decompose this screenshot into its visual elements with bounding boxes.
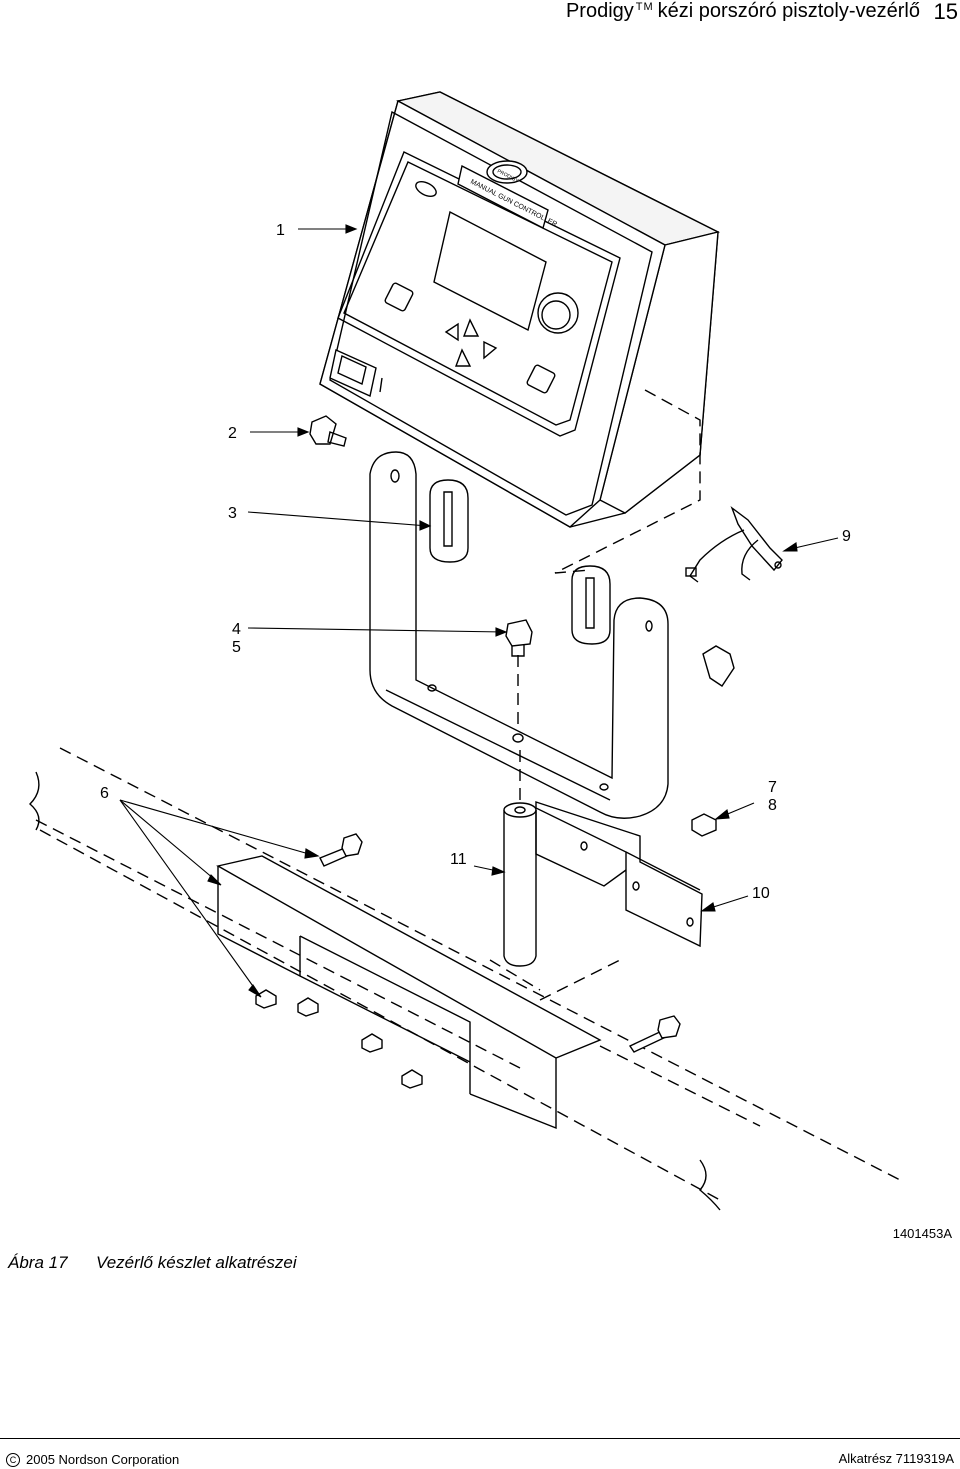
callout-2: 2: [228, 425, 237, 442]
footer-part-number: Alkatrész 7119319A: [838, 1451, 954, 1466]
rail-beam: [28, 747, 901, 1211]
mounting-bracket: [369, 451, 669, 819]
knob-screw-right: [702, 645, 735, 687]
controller-enclosure: MANUAL GUN CONTROLLER PRODIGY: [319, 91, 721, 528]
cable-clamp: [685, 506, 783, 583]
callout-6: 6: [100, 785, 109, 802]
callout-8: 8: [768, 797, 777, 814]
callout-1: 1: [276, 222, 285, 239]
header-subtitle: kézi porszóró pisztoly-vezérlő: [657, 0, 920, 22]
copyright-icon: C: [6, 1452, 20, 1467]
header-product: Prodigy: [565, 0, 634, 22]
callout-11: 11: [450, 851, 467, 868]
callout-7: 7: [768, 779, 777, 796]
callout-5: 5: [232, 639, 241, 656]
callout-9: 9: [842, 528, 851, 545]
alignment-lines: [517, 389, 701, 800]
callout-10: 10: [752, 885, 770, 902]
trademark-mark: TM: [635, 1, 654, 13]
figure-id: 1401453A: [892, 1226, 952, 1241]
ground-screw: [691, 813, 717, 837]
leader-lines: [119, 224, 839, 998]
mounting-post: [503, 802, 537, 967]
exploded-parts-drawing: MANUAL GUN CONTROLLER PRODIGY: [28, 91, 901, 1211]
rail-bolt-upper: [319, 833, 363, 867]
footer-rule: [0, 1438, 960, 1439]
figure-caption: Vezérlő készlet alkatrészei: [96, 1253, 297, 1272]
figure-label: Ábra 17: [8, 1253, 68, 1272]
angle-bracket: [535, 801, 703, 948]
rail-bolt-lower: [628, 1015, 681, 1053]
small-screws: [255, 989, 423, 1089]
hex-bolt: [505, 619, 533, 657]
page-number: 15: [933, 0, 958, 24]
knob-screw-left: [309, 415, 347, 447]
callout-3: 3: [228, 505, 237, 522]
copyright-text: 2005 Nordson Corporation: [26, 1452, 180, 1467]
footer-copyright: C 2005 Nordson Corporation: [6, 1452, 179, 1467]
callout-4: 4: [232, 621, 241, 638]
